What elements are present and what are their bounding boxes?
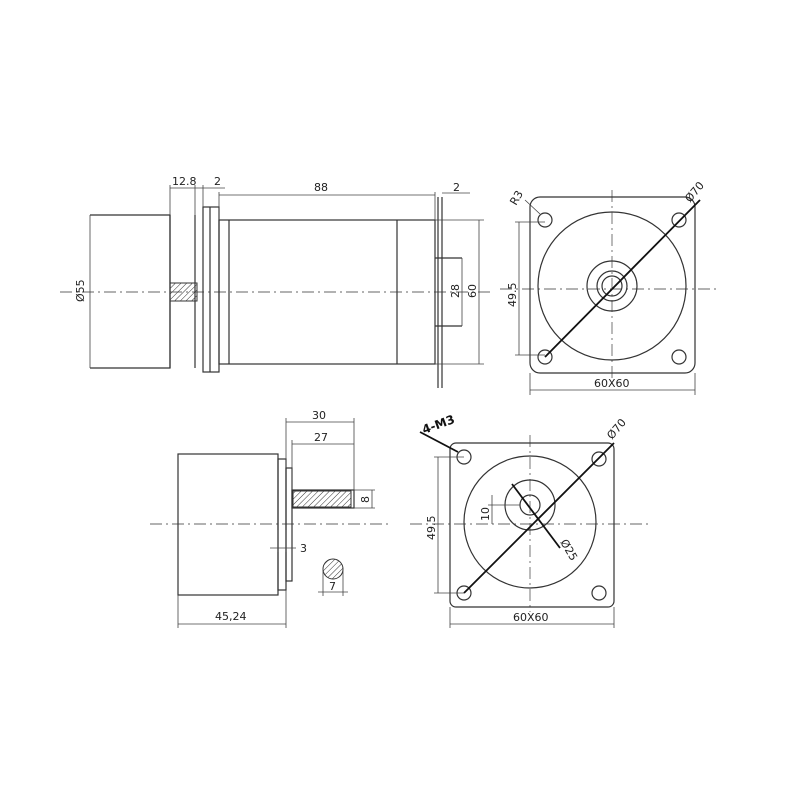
dim-shaft-length: 30 <box>312 409 326 422</box>
dim-rear-gap: 2 <box>453 181 460 194</box>
dim-body-length: 88 <box>314 181 328 194</box>
dim-pilot-dia: Ø25 <box>557 537 580 563</box>
mount-hole <box>671 349 687 365</box>
dim-hole-spacing-bottom: 49.5 <box>425 516 438 541</box>
dim-bolt-circle-bottom: Ø70 <box>604 416 629 442</box>
dim-rear-boss: 28 <box>449 284 462 298</box>
dim-face-size-bottom: 60X60 <box>513 611 549 624</box>
mount-hole <box>591 451 607 467</box>
dim-body-diameter: Ø55 <box>74 279 87 302</box>
dim-shaft-offset: 10 <box>479 507 492 521</box>
gearbox-side-view: 30 27 8 3 7 45,24 <box>150 409 390 628</box>
mount-hole <box>591 585 607 601</box>
gearbox-front-view: Ø25 4-M3 Ø70 49.5 10 60X60 <box>410 412 650 628</box>
dim-body-height: 60 <box>466 284 479 298</box>
dim-gearbox-length: 45,24 <box>215 610 247 623</box>
dim-bolt-circle-top: Ø70 <box>682 179 707 205</box>
dim-corner-radius: R3 <box>507 188 526 207</box>
mount-hole <box>537 349 553 365</box>
mount-hole <box>671 212 687 228</box>
dim-flange-thickness: 12.8 <box>172 175 197 188</box>
mount-hole <box>537 212 553 228</box>
dim-shaft-dia: 7 <box>329 580 336 593</box>
dim-flange-gap: 2 <box>214 175 221 188</box>
dim-key-length: 27 <box>314 431 328 444</box>
dim-shaft-step: 3 <box>300 542 307 555</box>
dim-mount-holes: 4-M3 <box>420 412 456 437</box>
shaft-section <box>322 558 344 580</box>
dim-hole-spacing-top: 49.5 <box>506 283 519 308</box>
output-key-hatch <box>292 490 352 508</box>
dim-face-size-top: 60X60 <box>594 377 630 390</box>
motor-side-view: 12.8 2 88 2 Ø55 28 60 <box>60 175 490 388</box>
motor-front-view: R3 Ø70 49.5 60X60 <box>500 179 718 395</box>
dim-key-height: 8 <box>359 496 372 503</box>
shaft-key-hatch <box>169 282 198 302</box>
